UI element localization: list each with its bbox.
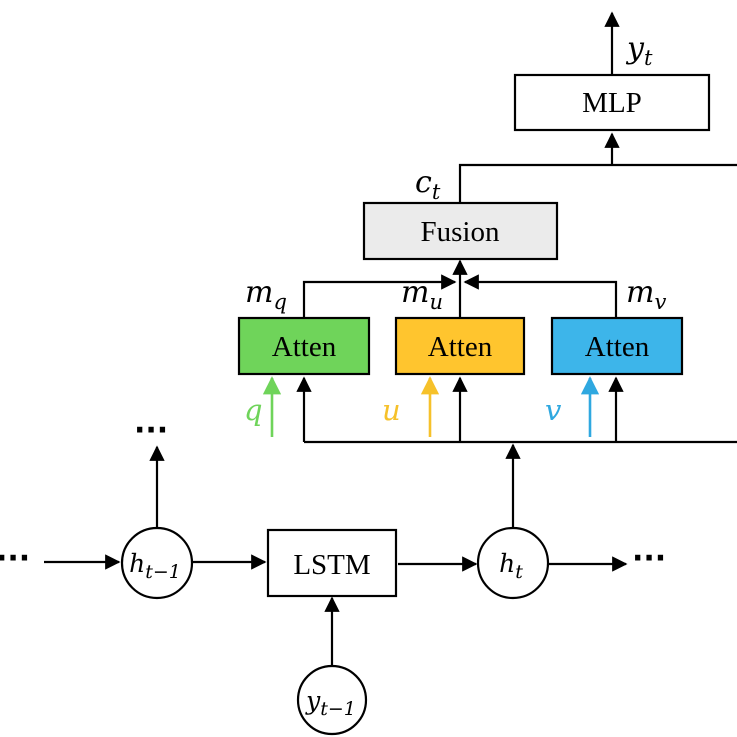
connectors <box>44 11 737 667</box>
svg-text:yt−1: yt−1 <box>305 686 356 720</box>
atten-v-label: Atten <box>585 331 650 363</box>
m-q-sub: q <box>273 290 286 314</box>
label-m-u: mu <box>401 275 443 314</box>
m-u-sub: u <box>429 290 443 314</box>
fusion-box-rect <box>362 201 559 261</box>
lstm-label: LSTM <box>293 549 370 581</box>
label-u: u <box>382 393 401 427</box>
ellipsis-right: ··· <box>632 541 666 576</box>
node-h-t-minus-1: ht−1 <box>120 526 194 600</box>
m-v-sub: v <box>654 290 666 314</box>
ellipsis-top: ··· <box>134 413 168 448</box>
c-t-base: c <box>415 165 432 200</box>
atten-u-box: Atten <box>394 316 526 376</box>
atten-q-box: Atten <box>237 316 371 376</box>
label-c-t: ct <box>415 165 441 204</box>
atten-q-label: Atten <box>272 331 337 363</box>
m-q-base: m <box>245 275 273 310</box>
fusion-box: Fusion <box>362 201 559 261</box>
label-y-t: yt <box>625 31 653 70</box>
svg-text:ht: ht <box>499 549 523 583</box>
svg-text:ht−1: ht−1 <box>129 549 181 583</box>
fusion-label: Fusion <box>421 216 500 248</box>
label-q: q <box>244 393 263 427</box>
m-u-base: m <box>401 275 429 310</box>
wire-mv-up <box>463 274 618 318</box>
node-h-t: ht <box>476 526 550 600</box>
y-t-minus-1-base: y <box>305 686 321 715</box>
h-t-minus-1-base: h <box>129 549 145 578</box>
h-t-minus-1-sub: t−1 <box>145 561 181 583</box>
label-v: v <box>545 393 562 427</box>
m-v-base: m <box>626 275 654 310</box>
arrow-ct-to-mlp <box>458 163 737 203</box>
y-t-sub: t <box>644 46 653 70</box>
h-t-sub: t <box>515 561 523 583</box>
c-t-sub: t <box>432 180 441 204</box>
y-t-minus-1-sub: t−1 <box>320 698 356 720</box>
label-m-q: mq <box>245 275 287 314</box>
h-t-base: h <box>499 549 515 578</box>
mlp-label: MLP <box>582 87 642 119</box>
node-y-t-minus-1: yt−1 <box>296 664 368 736</box>
atten-v-box: Atten <box>550 316 684 376</box>
y-t-base: y <box>625 31 645 66</box>
wire-mq-up <box>302 274 457 318</box>
lstm-box: LSTM <box>266 528 398 598</box>
ellipsis-left: ··· <box>0 541 30 576</box>
atten-u-label: Atten <box>428 331 493 363</box>
mlp-box: MLP <box>513 73 711 132</box>
label-m-v: mv <box>626 275 666 314</box>
